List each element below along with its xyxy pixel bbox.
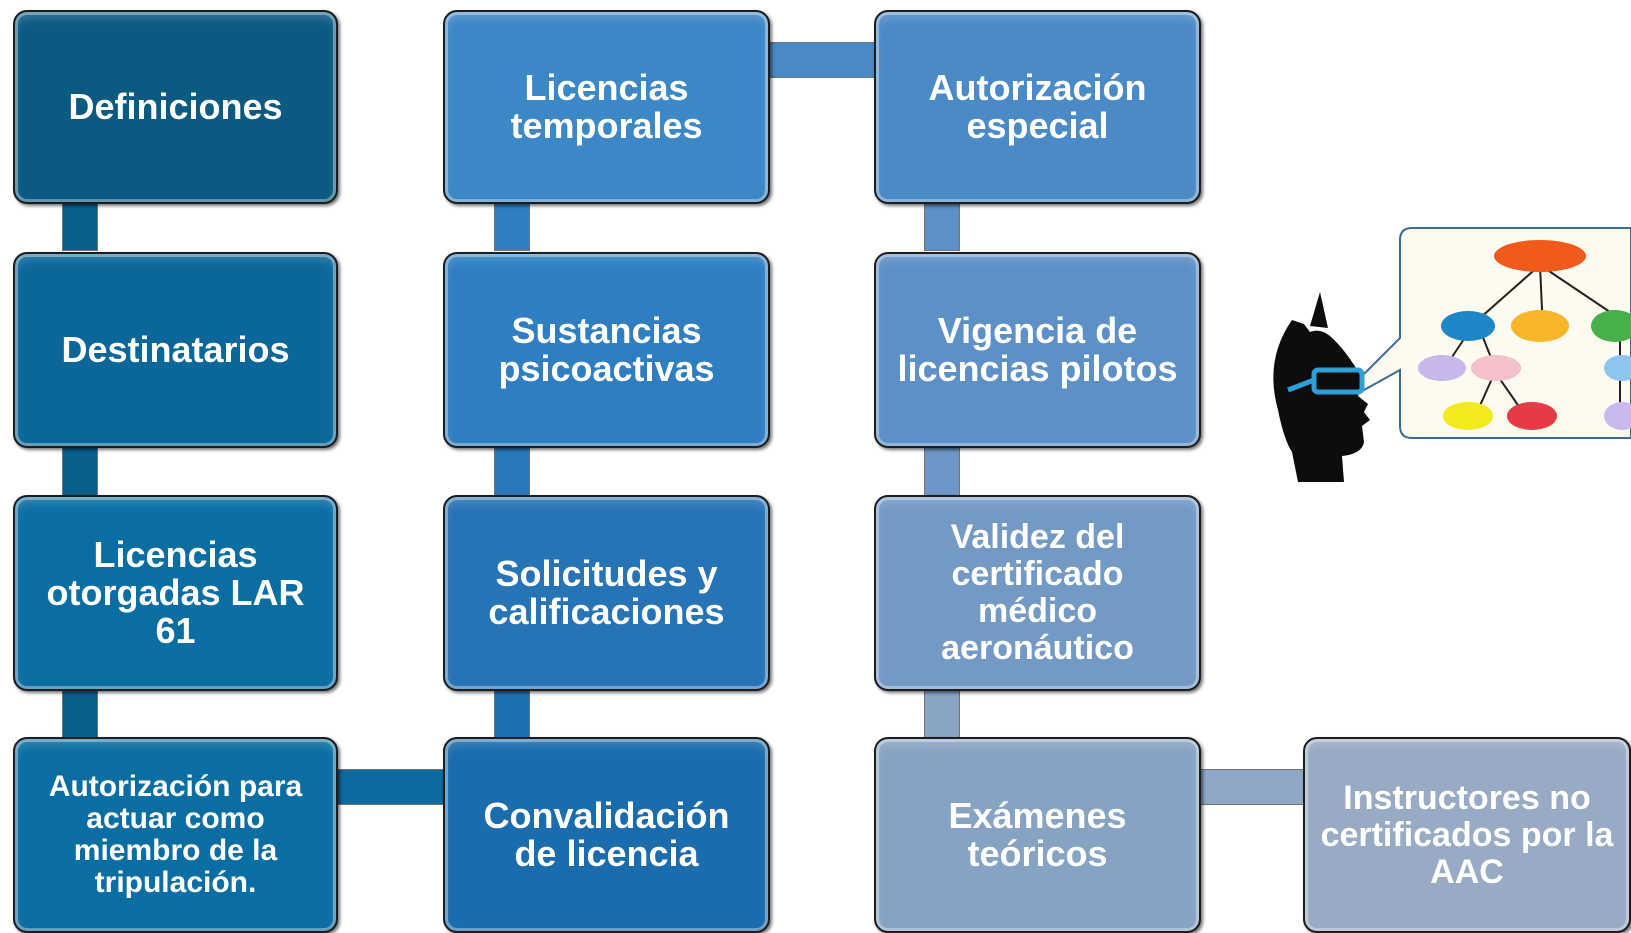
node-label: Vigencia de licencias pilotos [897,310,1178,389]
node-label: Autorización para actuar como miembro de… [48,770,303,899]
node-autorizacion-especial: Autorización especial [874,10,1201,204]
node-destinatarios: Destinatarios [13,252,338,448]
node-vigencia-licencias: Vigencia de licencias pilotos [874,252,1201,448]
node-label: Solicitudes y calificaciones [488,553,725,632]
connector [495,200,529,250]
node-label: Licencias otorgadas LAR 61 [46,534,305,651]
connector [495,688,529,738]
node-licencias-temporales: Licencias temporales [443,10,770,204]
connector [1197,770,1305,804]
node-label: Instructores no certificados por la AAC [1320,778,1614,891]
node-label: Destinatarios [61,329,290,370]
node-label: Exámenes teóricos [948,795,1127,874]
node-licencias-otorgadas: Licencias otorgadas LAR 61 [13,495,338,691]
node-label: Sustancias psicoactivas [498,310,715,389]
node-label: Autorización especial [928,67,1147,146]
node-label: Definiciones [68,86,283,127]
connector [925,688,959,738]
connector [925,200,959,250]
node-label: Validez del certificado médico aeronáuti… [941,518,1134,667]
thinking-person-mindmap-icon [1273,227,1631,482]
node-label: Licencias temporales [510,67,703,146]
connector [63,688,97,738]
connector [337,770,445,804]
connector [768,43,876,77]
node-definiciones: Definiciones [13,10,338,204]
node-examenes-teoricos: Exámenes teóricos [874,737,1201,933]
node-instructores-no-certificados: Instructores no certificados por la AAC [1303,737,1631,933]
node-label: Convalidación de licencia [483,795,730,874]
node-sustancias-psicoactivas: Sustancias psicoactivas [443,252,770,448]
connector [495,446,529,496]
node-autorizacion-tripulacion: Autorización para actuar como miembro de… [13,737,338,933]
connector [63,200,97,250]
connector [63,446,97,496]
node-convalidacion-licencia: Convalidación de licencia [443,737,770,933]
connector [925,446,959,496]
node-solicitudes-calificaciones: Solicitudes y calificaciones [443,495,770,691]
node-validez-certificado: Validez del certificado médico aeronáuti… [874,495,1201,691]
